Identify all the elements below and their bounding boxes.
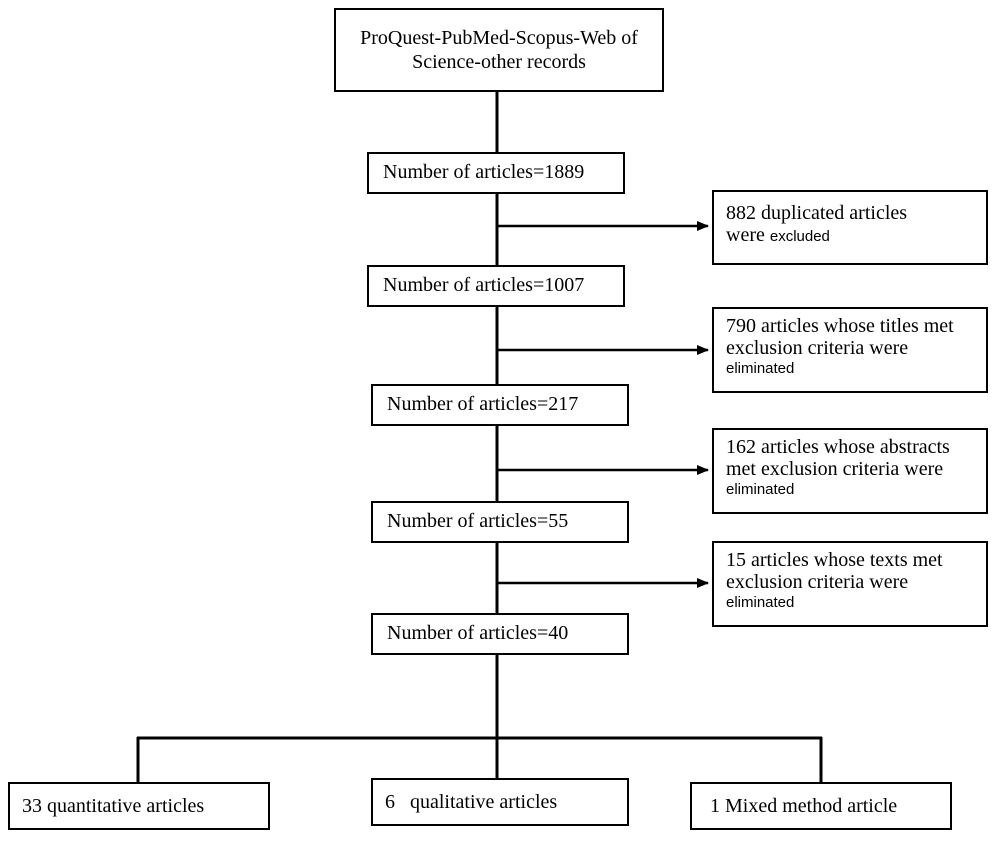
stage-box-1: Number of articles=1889 <box>367 152 625 194</box>
stage-box-2: Number of articles=1007 <box>367 265 625 307</box>
source-text: ProQuest-PubMed-Scopus-Web of Science-ot… <box>360 27 638 73</box>
exclusion-box-2: 790 articles whose titles met exclusion … <box>712 307 988 393</box>
outcome-box-qualitative: 6 qualitative articles <box>371 778 629 826</box>
exclusion-note: excluded <box>769 228 830 245</box>
stage-label: Number of articles=1007 <box>383 274 585 296</box>
outcome-label: 33 quantitative articles <box>22 795 205 817</box>
exclusion-text: 790 articles whose titles met exclusion … <box>726 315 954 359</box>
exclusion-box-1: 882 duplicated articles were excluded <box>712 190 988 265</box>
stage-box-3: Number of articles=217 <box>371 384 629 426</box>
exclusion-text: 15 articles whose texts met exclusion cr… <box>726 549 943 593</box>
stage-label: Number of articles=217 <box>387 393 579 415</box>
stage-box-5: Number of articles=40 <box>371 613 629 655</box>
exclusion-box-4: 15 articles whose texts met exclusion cr… <box>712 541 988 627</box>
exclusion-note: eliminated <box>726 360 795 377</box>
exclusion-text: 162 articles whose abstracts met exclusi… <box>726 436 950 480</box>
source-box: ProQuest-PubMed-Scopus-Web of Science-ot… <box>334 8 664 92</box>
outcome-box-mixed: 1 Mixed method article <box>690 782 952 830</box>
exclusion-note: eliminated <box>726 594 795 611</box>
exclusion-note: eliminated <box>726 481 795 498</box>
exclusion-prefix: were <box>726 224 770 246</box>
exclusion-text: 882 duplicated articles <box>726 202 908 224</box>
outcome-label: 6 qualitative articles <box>385 791 558 813</box>
outcome-label: 1 Mixed method article <box>710 795 898 817</box>
exclusion-box-3: 162 articles whose abstracts met exclusi… <box>712 428 988 514</box>
stage-label: Number of articles=55 <box>387 510 569 532</box>
outcome-box-quantitative: 33 quantitative articles <box>8 782 270 830</box>
stage-label: Number of articles=40 <box>387 622 569 644</box>
stage-box-4: Number of articles=55 <box>371 501 629 543</box>
stage-label: Number of articles=1889 <box>383 161 585 183</box>
